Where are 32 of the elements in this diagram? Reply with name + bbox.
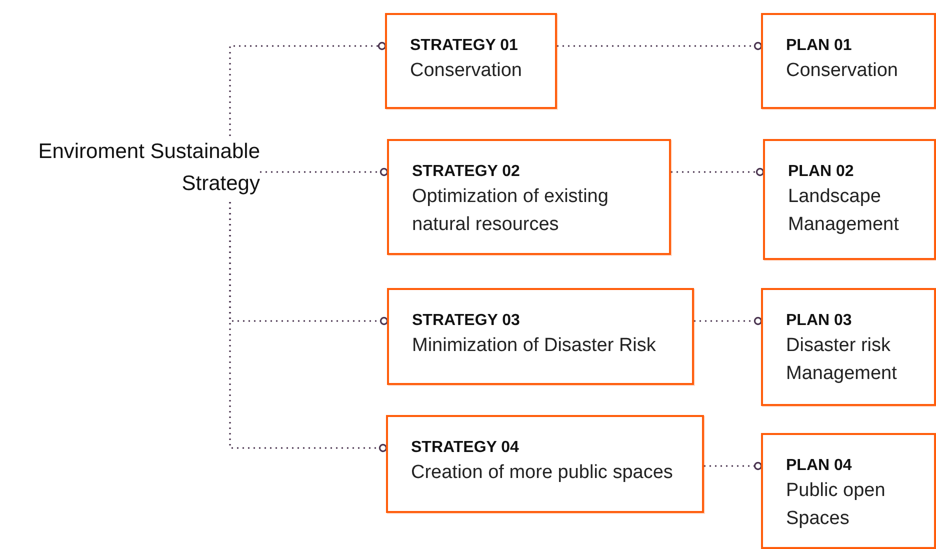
box-text: Optimization of existing natural resources bbox=[412, 185, 610, 237]
box-heading: PLAN 04 bbox=[786, 456, 853, 476]
box-heading: PLAN 01 bbox=[786, 36, 853, 56]
dotted-connector bbox=[229, 202, 388, 452]
box-text: Conservation bbox=[786, 59, 899, 83]
box-heading: STRATEGY 01 bbox=[410, 36, 519, 56]
dotted-connector bbox=[694, 316, 762, 326]
dotted-connector bbox=[671, 168, 764, 176]
box-text: Creation of more public spaces bbox=[411, 461, 674, 485]
box-heading: PLAN 03 bbox=[786, 311, 853, 331]
dotted-connector bbox=[704, 462, 762, 470]
dotted-connector bbox=[260, 168, 388, 176]
strategy-box bbox=[387, 139, 671, 255]
box-heading: STRATEGY 02 bbox=[412, 162, 521, 182]
plan-box bbox=[763, 139, 936, 260]
dotted-connector bbox=[229, 42, 386, 136]
box-heading: STRATEGY 04 bbox=[411, 438, 520, 458]
box-text: Conservation bbox=[410, 59, 523, 83]
plan-box bbox=[761, 433, 936, 549]
box-text: Disaster risk Management bbox=[786, 334, 898, 386]
box-heading: PLAN 02 bbox=[788, 162, 855, 182]
box-text: Landscape Management bbox=[788, 185, 900, 237]
strategy-box bbox=[385, 13, 557, 109]
plan-box bbox=[761, 13, 936, 109]
dotted-connector bbox=[557, 42, 762, 50]
plan-box bbox=[761, 288, 936, 406]
box-text: Minimization of Disaster Risk bbox=[412, 334, 657, 358]
box-heading: STRATEGY 03 bbox=[412, 311, 521, 331]
root-label: Enviroment Sustainable Strategy bbox=[10, 136, 260, 202]
strategy-box bbox=[386, 415, 704, 513]
strategy-box bbox=[387, 288, 694, 385]
box-text: Public open Spaces bbox=[786, 479, 886, 531]
